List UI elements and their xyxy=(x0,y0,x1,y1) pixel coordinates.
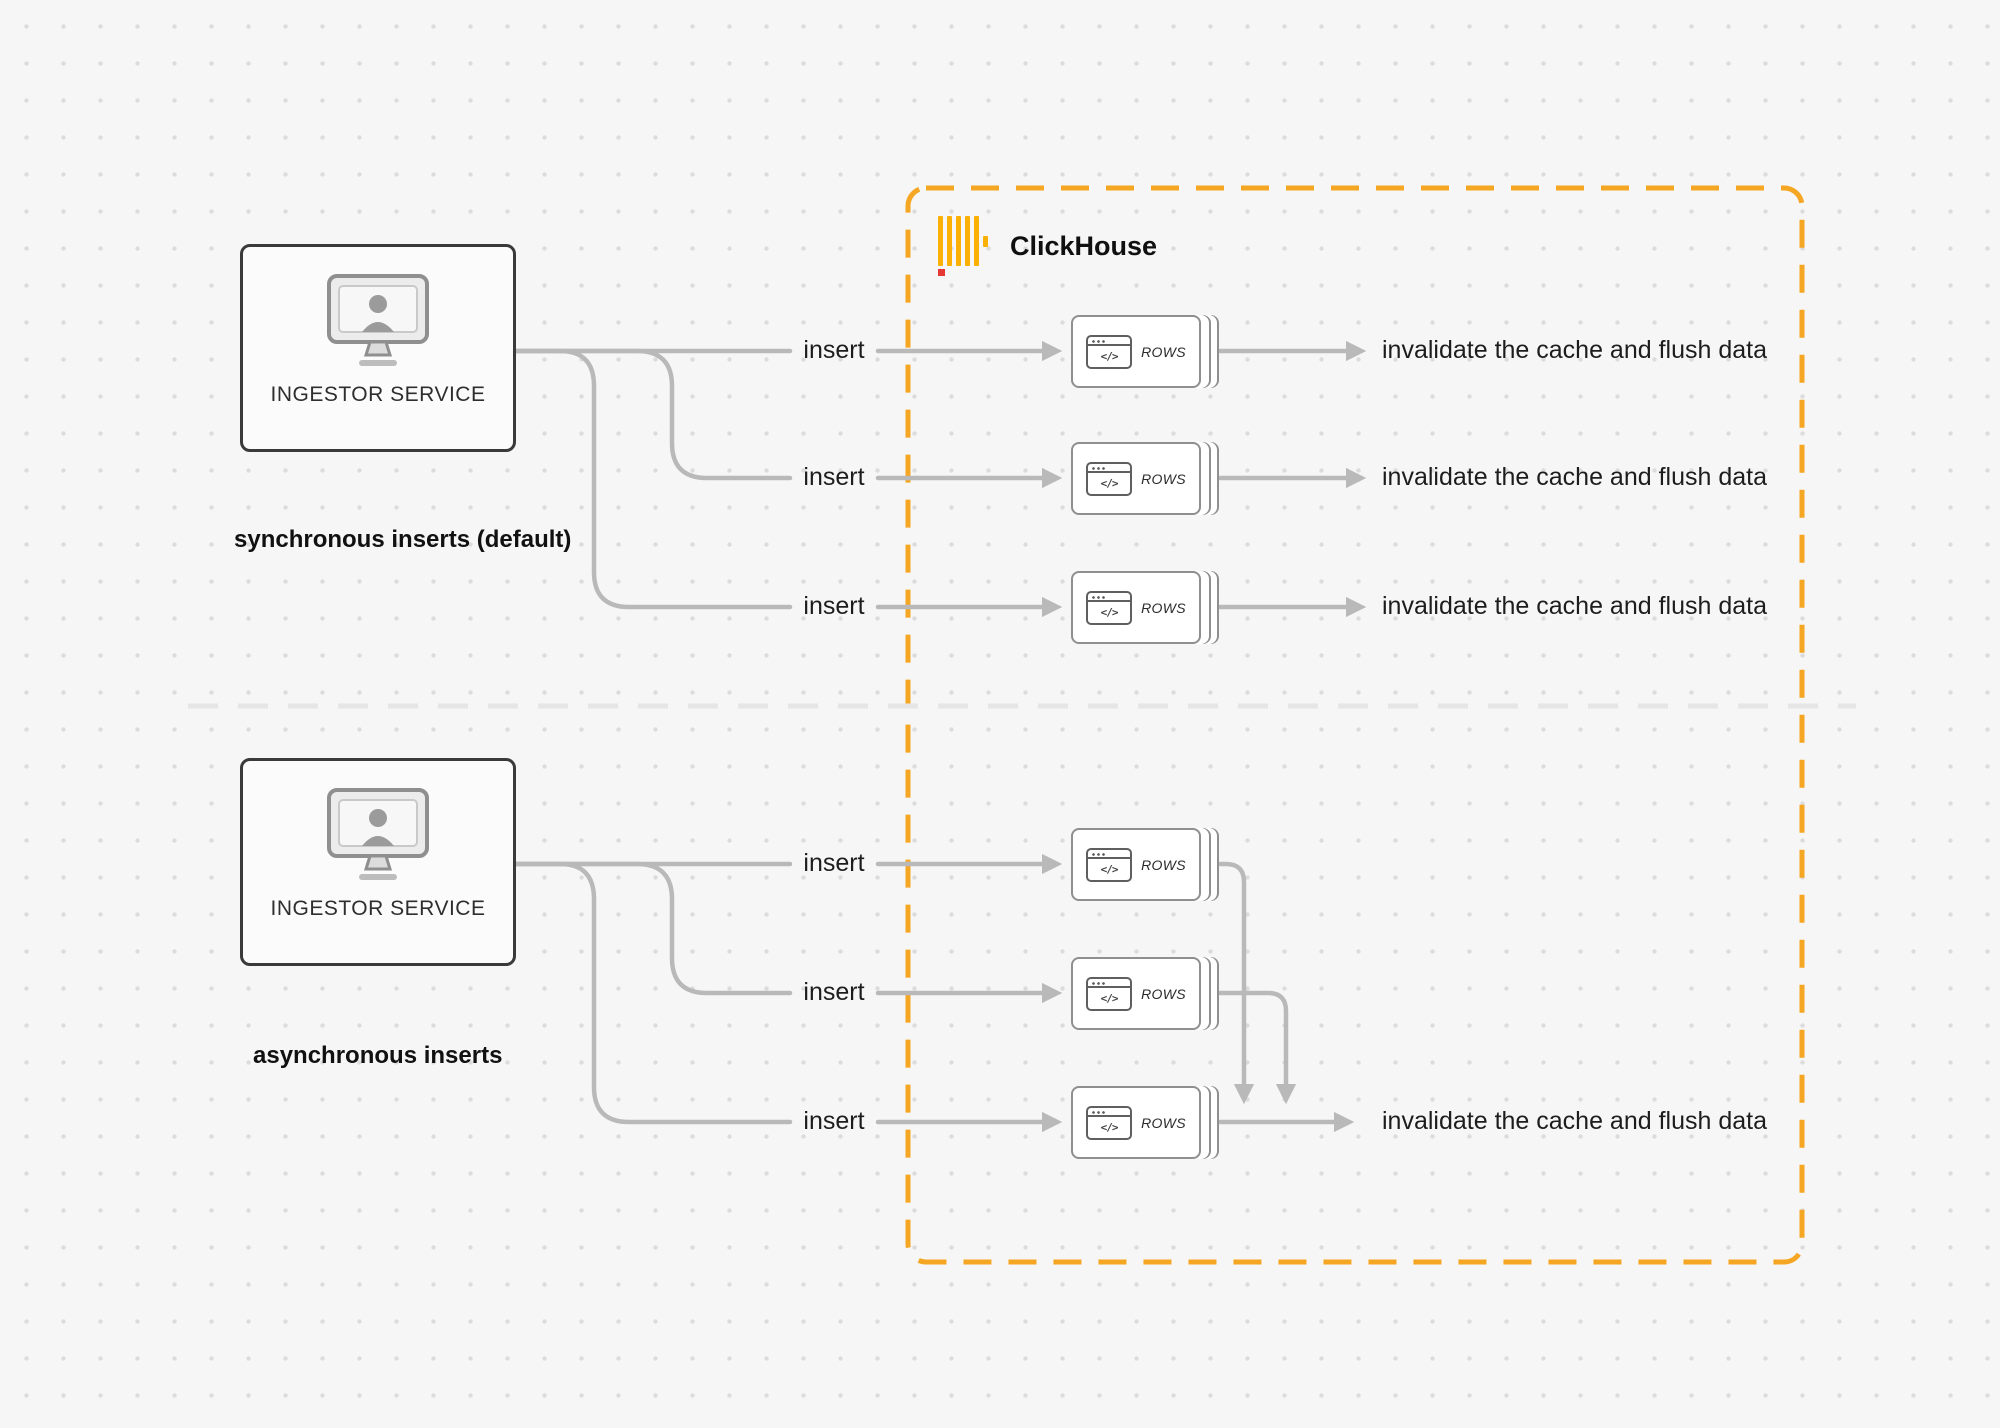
async-caption: asynchronous inserts xyxy=(253,1042,503,1069)
ingestor-service-box-sync: INGESTOR SERVICE xyxy=(240,244,516,452)
rows-label: ROWS xyxy=(1141,343,1186,360)
rows-card: </> ROWS xyxy=(1071,315,1201,388)
rows-card: </> ROWS xyxy=(1071,442,1201,515)
code-window-icon: </> xyxy=(1086,461,1133,496)
clickhouse-title: ClickHouse xyxy=(1010,231,1158,261)
rows-card: </> ROWS xyxy=(1071,957,1201,1030)
rows-card: </> ROWS xyxy=(1071,571,1201,644)
ingestor-service-label: INGESTOR SERVICE xyxy=(270,383,486,406)
code-window-icon: </> xyxy=(1086,590,1133,625)
insert-label: insert xyxy=(803,463,865,491)
code-window-icon: </> xyxy=(1086,847,1133,882)
clickhouse-logo-bars-icon xyxy=(938,216,994,266)
wire-async-merge1 xyxy=(1217,861,1255,1105)
wire-async-merge2 xyxy=(1217,990,1297,1105)
clickhouse-boundary xyxy=(905,185,1805,1265)
insert-label: insert xyxy=(803,592,865,620)
code-window-icon: </> xyxy=(1086,976,1133,1011)
rows-card: </> ROWS xyxy=(1071,828,1201,901)
wire-sync-row3 xyxy=(513,348,793,610)
insert-label: insert xyxy=(803,1107,865,1135)
rows-label: ROWS xyxy=(1141,1114,1186,1131)
rows-label: ROWS xyxy=(1141,856,1186,873)
outcome-label: invalidate the cache and flush data xyxy=(1382,592,1767,620)
sync-caption: synchronous inserts (default) xyxy=(234,526,572,553)
wire-async-row2 xyxy=(513,861,793,996)
clickhouse-logo-red-dot-icon xyxy=(938,269,945,276)
wire-async-row3 xyxy=(513,861,793,1125)
rows-label: ROWS xyxy=(1141,985,1186,1002)
monitor-user-icon xyxy=(327,274,429,366)
code-window-icon: </> xyxy=(1086,334,1133,369)
clickhouse-logo xyxy=(938,216,994,278)
insert-label: insert xyxy=(803,849,865,877)
ingestor-service-label: INGESTOR SERVICE xyxy=(270,897,486,920)
outcome-label: invalidate the cache and flush data xyxy=(1382,336,1767,364)
rows-card: </> ROWS xyxy=(1071,1086,1201,1159)
rows-label: ROWS xyxy=(1141,470,1186,487)
insert-label: insert xyxy=(803,336,865,364)
monitor-user-icon xyxy=(327,788,429,880)
code-window-icon: </> xyxy=(1086,1105,1133,1140)
outcome-label: invalidate the cache and flush data xyxy=(1382,463,1767,491)
wire-sync-row2 xyxy=(513,348,793,481)
rows-label: ROWS xyxy=(1141,599,1186,616)
outcome-label: invalidate the cache and flush data xyxy=(1382,1107,1767,1135)
insert-label: insert xyxy=(803,978,865,1006)
ingestor-service-box-async: INGESTOR SERVICE xyxy=(240,758,516,966)
